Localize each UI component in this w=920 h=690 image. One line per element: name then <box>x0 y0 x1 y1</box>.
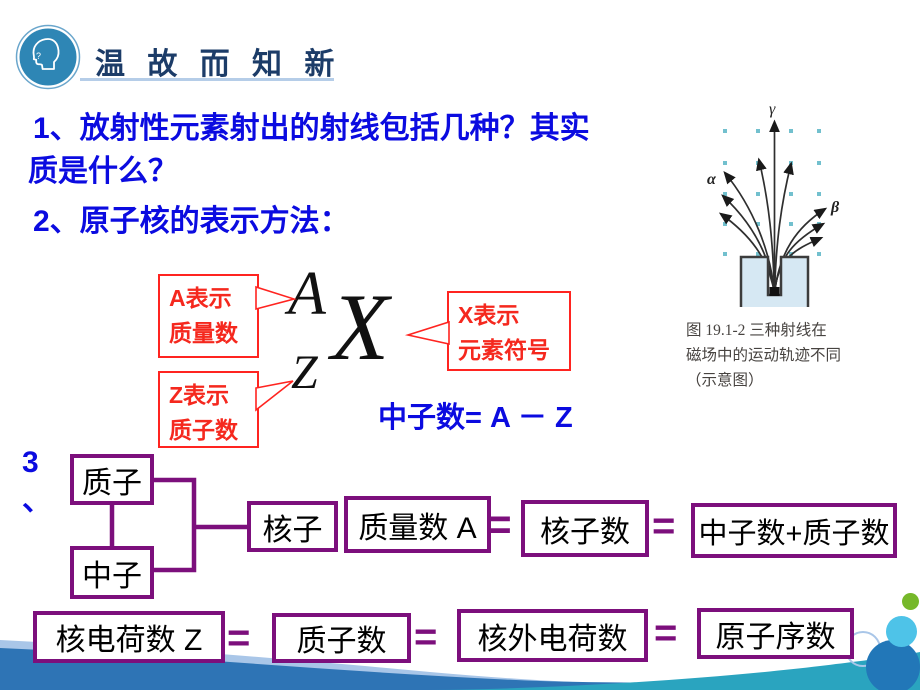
thinking-head-icon: ? <box>15 24 81 90</box>
mass-callout-line2: 质量数 <box>169 319 238 346</box>
source-container <box>739 255 810 307</box>
footer-wave-teal <box>430 652 920 690</box>
proton-callout-line1: Z表示 <box>169 382 230 408</box>
outer-electron-charge-box: 核外电荷数 <box>457 609 648 662</box>
beta-label: β <box>830 199 840 216</box>
figure-caption-line1: 图 19.1-2 三种射线在 <box>686 322 827 339</box>
gamma-label: γ <box>769 101 776 118</box>
nucleon-count-box: 核子数 <box>521 500 649 557</box>
mass-number-callout: A表示 质量数 <box>158 274 259 358</box>
mass-number-box: 质量数 A <box>344 496 491 553</box>
section-3-pause-mark: 、 <box>22 484 52 517</box>
equals-sign: = <box>652 504 676 548</box>
equals-sign: = <box>486 500 512 549</box>
figure-caption-line2: 磁场中的运动轨迹不同 <box>686 347 842 364</box>
proton-number-letter: Z <box>291 346 318 399</box>
alpha-label: α <box>707 171 717 188</box>
question-1-line1: 1、放射性元素射出的射线包括几种？其实 <box>33 112 590 145</box>
proton-count-box: 质子数 <box>272 613 411 663</box>
symbol-callout-line2: 元素符号 <box>458 336 550 363</box>
mass-number-letter: A <box>288 260 326 328</box>
neutron-formula: 中子数= A － Z <box>378 402 573 434</box>
mass-callout-line1: A表示 <box>169 285 232 311</box>
element-symbol-callout: X表示 元素符号 <box>447 291 571 371</box>
ray-paths <box>718 119 828 295</box>
cyan-circle <box>886 616 917 647</box>
figure-caption-line3: （示意图） <box>686 372 764 389</box>
neutron-plus-proton-box: 中子数+质子数 <box>691 503 897 558</box>
svg-text:?: ? <box>36 51 41 61</box>
nuclear-charge-box: 核电荷数 Z <box>33 611 225 663</box>
equals-sign: = <box>227 616 251 660</box>
atomic-number-box: 原子序数 <box>697 608 854 659</box>
radioactive-source <box>769 287 780 296</box>
equals-sign: = <box>654 611 678 655</box>
page-title: 温 故 而 知 新 <box>95 48 342 81</box>
green-circle <box>902 593 919 610</box>
figure-caption: 图 19.1-2 三种射线在 磁场中的运动轨迹不同 （示意图） <box>686 318 886 393</box>
question-2: 2、原子核的表示方法： <box>33 205 350 238</box>
element-symbol-letter: X <box>331 274 390 380</box>
proton-callout-tail <box>255 380 294 412</box>
proton-number-callout: Z表示 质子数 <box>158 371 259 448</box>
symbol-callout-line1: X表示 <box>458 302 520 328</box>
proton-box: 质子 <box>70 454 154 505</box>
proton-callout-line2: 质子数 <box>169 416 238 443</box>
footer-wave-blue <box>0 648 920 690</box>
question-1-line2: 质是什么？ <box>28 155 178 188</box>
title-underline <box>80 78 334 81</box>
section-3-number: 3 <box>22 446 39 479</box>
neutron-box: 中子 <box>70 546 154 599</box>
nucleon-box: 核子 <box>247 501 338 552</box>
field-dots <box>723 129 821 256</box>
symbol-callout-tail <box>404 320 450 345</box>
three-rays-figure: γ α β <box>707 101 840 307</box>
equals-sign: = <box>414 615 438 659</box>
blue-circle <box>866 640 920 690</box>
